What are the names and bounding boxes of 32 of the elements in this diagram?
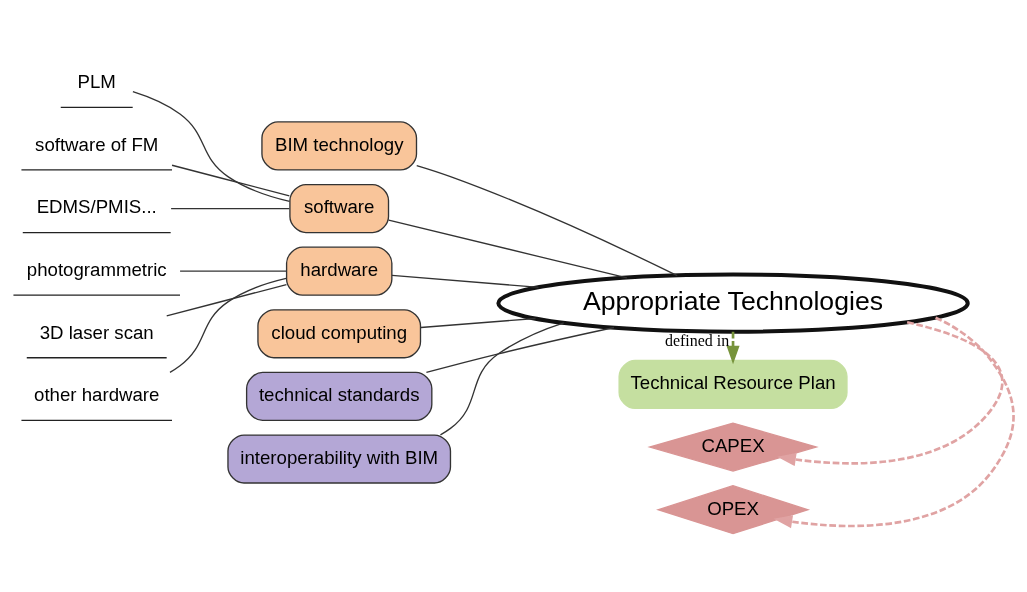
connector (166, 283, 288, 317)
node-box: cloud computing (257, 308, 422, 358)
node-text: 3D laser scan (39, 321, 154, 343)
connector (388, 219, 628, 278)
node-text: photogrammetric (26, 258, 167, 280)
connector (170, 207, 290, 209)
connector (171, 164, 290, 197)
node-box: software (289, 183, 390, 233)
node-ellipse: Appropriate Technologies (496, 272, 970, 334)
connector (132, 90, 291, 202)
node-text: PLM (77, 70, 116, 92)
connector (179, 270, 288, 272)
connector (420, 317, 537, 328)
node-diamond: CAPEX (647, 421, 819, 472)
connector (439, 321, 565, 436)
connector (416, 164, 678, 276)
edge-label: defined in (664, 331, 730, 349)
arrow (726, 331, 740, 364)
arrow (777, 320, 1004, 466)
node-text: software of FM (35, 133, 159, 155)
node-box: interoperability with BIM (227, 433, 452, 484)
node-text: other hardware (34, 383, 160, 405)
node-box: Technical Resource Plan (618, 359, 848, 409)
node-box: hardware (285, 246, 393, 296)
connector (391, 274, 540, 288)
arrow (773, 316, 1015, 528)
node-box: technical standards (245, 371, 433, 421)
node-box: BIM technology (261, 120, 418, 171)
node-text: EDMS/PMIS... (36, 195, 157, 217)
node-diamond: OPEX (656, 484, 810, 534)
connector (169, 277, 287, 373)
connector (425, 326, 615, 373)
